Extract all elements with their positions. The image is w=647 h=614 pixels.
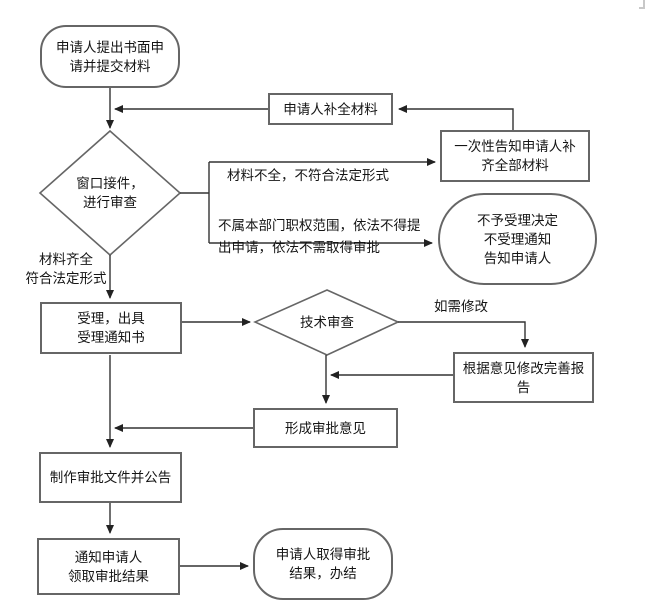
node-notify-applicant: 通知申请人 领取审批结果 — [37, 538, 180, 595]
label-not-in-scope: 不属本部门职权范围，依法不得提 出申请，依法不需取得审批 — [218, 218, 421, 255]
edge-tech-to-revise — [398, 321, 529, 348]
node-accept-notice: 受理，出具 受理通知书 — [40, 302, 182, 354]
node-publish-documents: 制作审批文件并公告 — [39, 452, 182, 503]
scrollbar-fragment-icon — [639, 0, 645, 9]
node-revise-report: 根据意见修改完善报 告 — [453, 352, 594, 403]
node-supplement-materials: 申请人补全材料 — [268, 93, 393, 125]
node-reject-decision: 不予受理决定 不受理通知 告知申请人 — [438, 193, 597, 285]
node-form-opinion: 形成审批意见 — [253, 408, 398, 448]
node-end: 申请人取得审批 结果，办结 — [253, 528, 393, 600]
tech-review-diamond — [253, 289, 400, 356]
node-window-review-label: 窗口接件， 进行审查 — [76, 176, 144, 210]
label-need-revision: 如需修改 — [434, 299, 488, 314]
edge-inform-to-supplement — [398, 105, 514, 130]
label-materials-complete: 材料齐全 符合法定形式 — [25, 252, 107, 286]
label-materials-incomplete: 材料不全，不符合法定形式 — [227, 168, 389, 183]
node-tech-review-label: 技术审查 — [300, 314, 354, 330]
node-start: 申请人提出书面申 请并提交材料 — [40, 25, 180, 88]
node-one-time-inform: 一次性告知申请人补 齐全部材料 — [440, 130, 590, 182]
